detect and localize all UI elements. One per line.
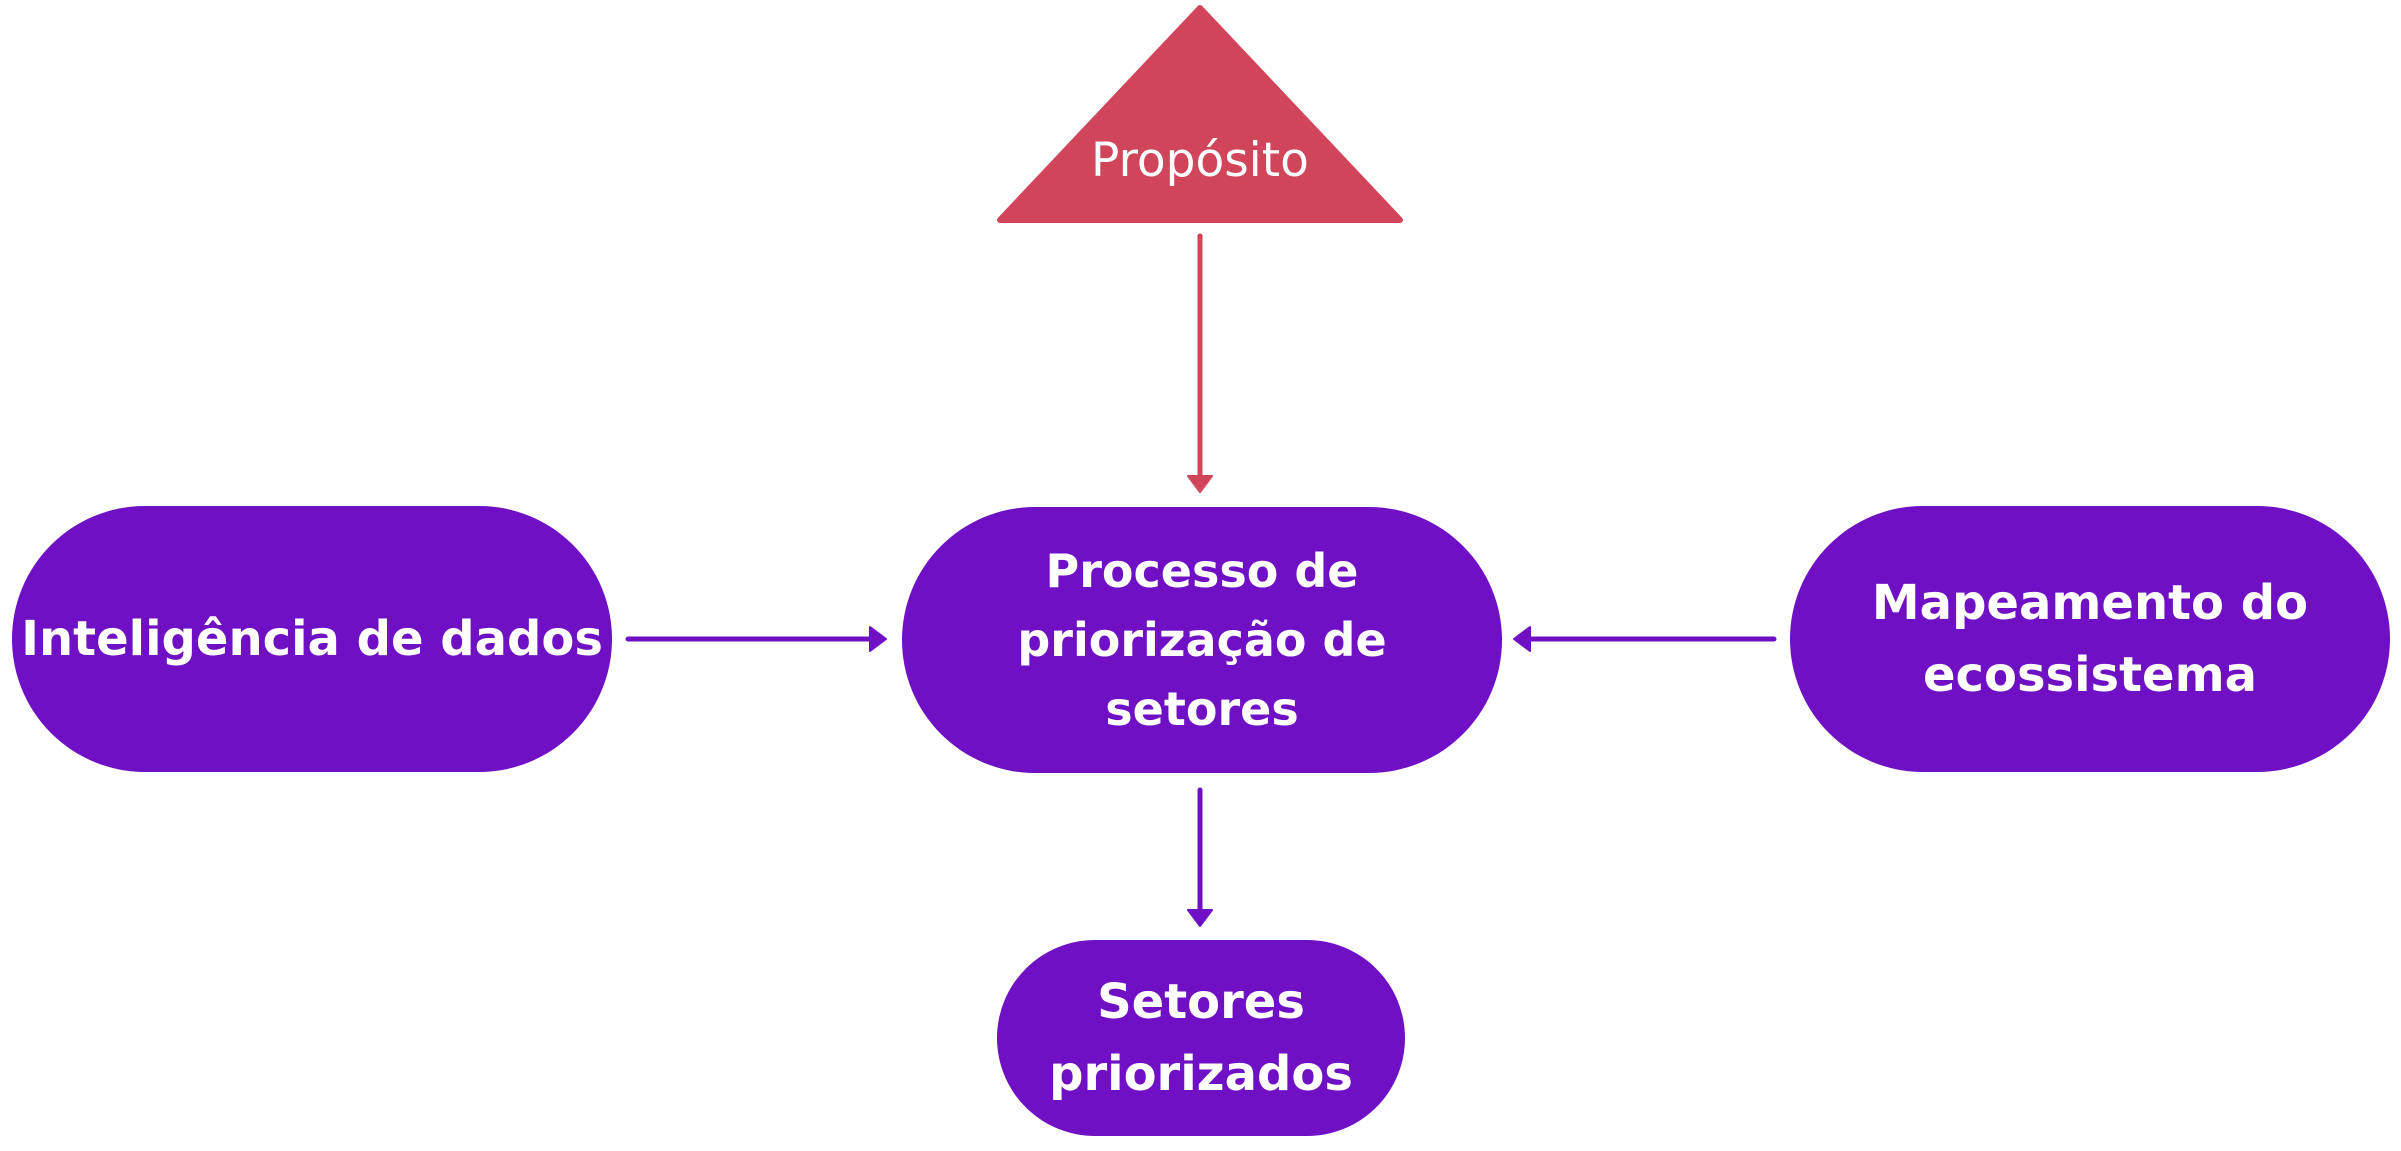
node-ecosystem: Mapeamento do ecossistema xyxy=(1790,506,2390,772)
node-process-line-2: priorização de setores xyxy=(1017,612,1387,736)
node-ecosystem-line-2: ecossistema xyxy=(1922,647,2258,703)
node-data-intelligence: Inteligência de dados xyxy=(12,506,612,772)
node-data-intelligence-label: Inteligência de dados xyxy=(21,611,603,667)
purpose-triangle xyxy=(997,5,1403,223)
node-result-line-1: Setores xyxy=(1097,974,1305,1030)
purpose-label: Propósito xyxy=(1091,133,1309,188)
arrow-process-to-result xyxy=(1187,787,1213,927)
arrow-data-to-process xyxy=(625,626,887,652)
node-result-line-2: priorizados xyxy=(1049,1046,1353,1102)
node-process-text: Processo de priorização de setores xyxy=(922,537,1482,744)
node-result-text: Setores priorizados xyxy=(1049,966,1353,1110)
node-ecosystem-text: Mapeamento do ecossistema xyxy=(1872,567,2308,711)
node-result: Setores priorizados xyxy=(997,940,1405,1136)
arrow-ecosystem-to-process xyxy=(1513,626,1777,652)
node-process-line-1: Processo de xyxy=(1045,543,1359,598)
node-ecosystem-line-1: Mapeamento do xyxy=(1871,575,2309,631)
arrow-purpose-to-process xyxy=(1187,233,1213,493)
node-process: Processo de priorização de setores xyxy=(902,507,1502,773)
